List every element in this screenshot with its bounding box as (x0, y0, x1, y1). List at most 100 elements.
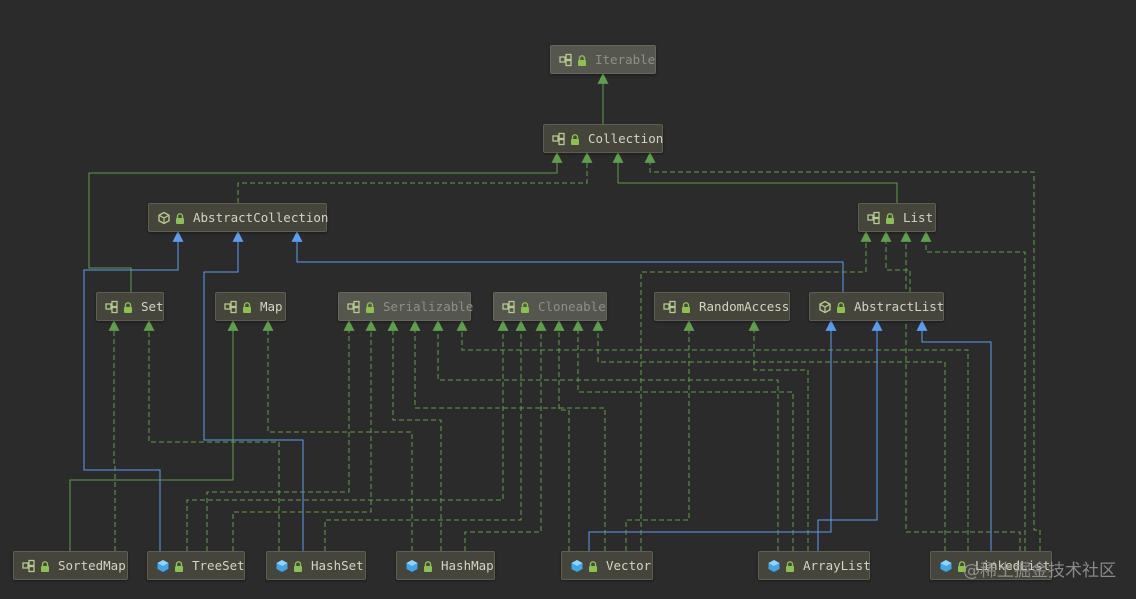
node-treeset[interactable]: TreeSet (147, 551, 245, 580)
node-linkedlist[interactable]: LinkedList (930, 551, 1052, 580)
interface-icon (224, 300, 238, 314)
interface-icon (502, 300, 516, 314)
node-map[interactable]: Map (215, 292, 286, 321)
lock-icon (588, 560, 598, 572)
lock-icon (885, 212, 895, 224)
relation-arraylist-implements-randomaccess (748, 319, 809, 551)
node-label: SortedMap (58, 558, 126, 573)
node-label: Vector (606, 558, 652, 573)
relation-set-inherits-abstractcollection (83, 230, 184, 551)
lock-icon (836, 301, 846, 313)
abstract-class-icon (157, 211, 171, 225)
relation-abstractlist-inherits-abstractcollection (291, 230, 844, 292)
node-serializable[interactable]: Serializable (338, 292, 474, 321)
node-abstractcollection[interactable]: AbstractCollection (148, 203, 329, 232)
relation-hashset-implements-set (143, 319, 280, 551)
relation-hashmap-implements-serializable (387, 319, 442, 551)
interface-icon (22, 559, 36, 573)
relation-linkedlist-implements-serializable (456, 319, 969, 551)
class-icon (405, 559, 419, 573)
lock-icon (40, 560, 50, 572)
lock-icon (785, 560, 795, 572)
relation-abstractcollection-implements-collection (237, 151, 593, 203)
class-icon (570, 559, 584, 573)
node-vector[interactable]: Vector (561, 551, 653, 580)
relation-hashmap-implements-cloneable (464, 319, 547, 551)
node-abstractlist[interactable]: AbstractList (809, 292, 944, 321)
relation-linkedlist-implements-cloneable (592, 319, 946, 551)
node-label: Serializable (383, 299, 474, 314)
relation-arraylist-implements-serializable (432, 319, 779, 551)
node-iterable[interactable]: Iterable (550, 45, 656, 74)
node-label: HashSet (311, 558, 364, 573)
relation-vector-implements-serializable (409, 319, 606, 551)
relation-vector-implements-randomaccess (625, 319, 695, 551)
node-label: Collection (588, 131, 664, 146)
lock-icon (365, 301, 375, 313)
node-label: AbstractCollection (193, 210, 329, 225)
interface-icon (559, 53, 573, 67)
relation-treeset-implements-set (108, 319, 120, 551)
lock-icon (423, 560, 433, 572)
lock-icon (577, 54, 587, 66)
node-arraylist[interactable]: ArrayList (758, 551, 871, 580)
node-label: Iterable (595, 52, 656, 67)
relation-list-extends-collection (612, 151, 898, 203)
node-label: Set (141, 299, 164, 314)
node-label: RandomAccess (699, 299, 790, 314)
relation-linkedlist-implements-list (920, 230, 1026, 551)
relation-vector-implements-list (640, 230, 872, 551)
node-label: ArrayList (803, 558, 871, 573)
relation-hashset-implements-cloneable (324, 319, 527, 551)
node-label: LinkedList (975, 558, 1051, 573)
interface-icon (663, 300, 677, 314)
node-label: AbstractList (854, 299, 945, 314)
class-icon (275, 559, 289, 573)
lock-icon (681, 301, 691, 313)
node-list[interactable]: List (858, 203, 936, 232)
relation-abstractlist-implements-list (880, 230, 911, 292)
node-label: Map (260, 299, 283, 314)
relation-treeset-implements-serializable (206, 319, 355, 551)
class-icon (939, 559, 953, 573)
relation-hashset-inherits-abstractcollection (203, 230, 304, 551)
lock-icon (520, 301, 530, 313)
lock-icon (123, 301, 133, 313)
node-label: TreeSet (192, 558, 245, 573)
relation-set-extends-collection (88, 151, 563, 292)
node-cloneable[interactable]: Cloneable (493, 292, 607, 321)
interface-icon (347, 300, 361, 314)
relation-hashset-implements-serializable (232, 319, 377, 551)
lock-icon (174, 560, 184, 572)
lock-icon (570, 133, 580, 145)
relation-arraylist-implements-list (900, 230, 1021, 551)
relation-linkedlist-implements-collection (644, 151, 1041, 551)
relation-treeset-implements-cloneable (186, 319, 509, 551)
watermark: @稀土掘金技术社区 (963, 561, 1116, 581)
class-icon (767, 559, 781, 573)
node-sortedmap[interactable]: SortedMap (13, 551, 128, 580)
interface-icon (105, 300, 119, 314)
relation-sortedmap-extends-map (69, 319, 239, 551)
lock-icon (293, 560, 303, 572)
node-randomaccess[interactable]: RandomAccess (654, 292, 790, 321)
node-set[interactable]: Set (96, 292, 164, 321)
node-collection[interactable]: Collection (543, 124, 663, 153)
relation-linkedlist-inherits-abstractlist (916, 319, 992, 551)
node-hashset[interactable]: HashSet (266, 551, 366, 580)
abstract-class-icon (818, 300, 832, 314)
interface-icon (552, 132, 566, 146)
node-label: Cloneable (538, 299, 606, 314)
lock-icon (242, 301, 252, 313)
node-hashmap[interactable]: HashMap (396, 551, 495, 580)
relation-arraylist-implements-cloneable (572, 319, 794, 551)
lock-icon (957, 560, 967, 572)
relation-arraylist-inherits-abstractlist (817, 319, 883, 551)
node-label: List (903, 210, 934, 225)
class-icon (156, 559, 170, 573)
relation-vector-inherits-abstractlist (588, 319, 837, 551)
relation-hashmap-implements-map (262, 319, 413, 551)
node-label: HashMap (441, 558, 494, 573)
lock-icon (175, 212, 185, 224)
